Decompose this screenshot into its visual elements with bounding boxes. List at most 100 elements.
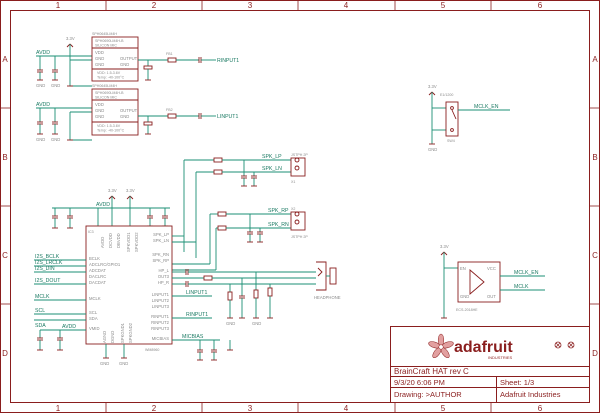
mic-2-pin-vdd: VDD <box>95 102 104 107</box>
v3-net-label: 3.3V <box>126 188 135 193</box>
codec-pin-daclrc: DACLRC <box>89 274 106 279</box>
mic-2-pin-gnd: GND <box>95 108 104 113</box>
mic-1-vdd-range: VDD: 1.5-3.6V <box>97 71 121 75</box>
digital-interface: I2S_BCLK I2S_LRCLK I2S_DIN I2S_DOUT MCLK… <box>34 254 86 351</box>
spk-ln-net-label: SPK_LN <box>262 166 282 172</box>
row-label-left: C <box>2 251 8 260</box>
row-label-left: D <box>2 349 8 358</box>
codec-ref: IC3 <box>88 230 94 234</box>
codec-pin-vmid: VMID <box>89 326 99 331</box>
switch-ref: SW4 <box>447 139 455 143</box>
row-label-left: B <box>2 153 7 162</box>
col-label-bottom: 2 <box>152 404 157 413</box>
mic-1-part-line2: SILICON MIC <box>95 44 117 48</box>
avdd-net-label: AVDD <box>36 102 50 108</box>
mic-2-header: SPH0645LM4H <box>92 84 117 88</box>
connector-1-ref: X1 <box>291 180 295 184</box>
codec-pin-linput2: LINPUT2 <box>152 298 170 303</box>
codec-pin-hp-l: HP_L <box>159 268 170 273</box>
mclk-net-label: MCLK <box>514 284 529 290</box>
codec-pin-spkgnd2: SPKGND2 <box>128 322 133 343</box>
col-label-top: 2 <box>152 1 157 10</box>
codec-pin-dcvdd: DCVDD <box>108 233 113 248</box>
mclk-en-net-label: MCLK_EN <box>474 104 499 110</box>
codec-pin-scl: SCL <box>89 310 98 315</box>
v3-net-label: 3.3V <box>66 36 75 41</box>
col-label-bottom: 3 <box>248 404 253 413</box>
codec-pin-adcdat: ADCDAT <box>89 268 106 273</box>
codec-pin-dgnd: DGND <box>110 331 115 343</box>
codec-pin-spkvdd2: SPKVDD2 <box>134 232 139 252</box>
linput1-net-label: LINPUT1 <box>186 290 207 296</box>
mic-1-pin-gnd: GND <box>120 62 129 67</box>
codec-name: WM8960 <box>145 348 159 352</box>
osc-pin-vcc: VCC <box>487 266 496 271</box>
col-label-top: 3 <box>248 1 253 10</box>
codec-pin-linput3: LINPUT3 <box>152 304 170 309</box>
avdd-net-label: AVDD <box>96 202 110 208</box>
mic-2-vdd-range: VDD: 1.5-3.6V <box>97 124 121 128</box>
codec-pin-spkgnd1: SPKGND1 <box>120 322 125 343</box>
oscillator-ref: ECS-2018HE <box>456 308 478 312</box>
codec-pin-rinput3: RINPUT3 <box>151 326 170 331</box>
col-label-top: 6 <box>538 1 543 10</box>
mic-1-part-line1: SPH0690LM4H-B <box>95 39 124 43</box>
mclk-enable-switch: E1/1200 3.3V GND MCLK_EN SW4 <box>428 84 510 152</box>
sda-net-label: SDA <box>35 323 46 329</box>
title-block: adafruit INDUSTRIES BrainCraft HAT rev C… <box>390 326 590 403</box>
micbias-net-label: MICBIAS <box>182 334 204 340</box>
rinput1-net-label: RINPUT1 <box>186 312 208 318</box>
i2s-din-net-label: I2S_DIN <box>35 266 55 272</box>
osc-pin-out: OUT <box>487 294 496 299</box>
gnd-label: GND <box>51 137 60 142</box>
col-label-bottom: 6 <box>538 404 543 413</box>
codec-pin-hp-r: HP_R <box>158 280 169 285</box>
codec-pin-agnd: AGND <box>102 331 107 343</box>
speaker-connector-1: SPK_LP SPK_LN JSTPH 2P X1 <box>183 153 308 258</box>
linput1-net-label: LINPUT1 <box>217 114 238 120</box>
scl-net-label: SCL <box>35 308 45 314</box>
row-label-right: D <box>592 349 598 358</box>
v3-net-label: 3.3V <box>108 188 117 193</box>
mic-1-pin-gnd: GND <box>95 56 104 61</box>
company-name: Adafruit Industries <box>500 390 561 399</box>
mounting-hole-icon <box>567 341 575 349</box>
col-label-bottom: 1 <box>56 404 61 413</box>
i2s-dout-net-label: I2S_DOUT <box>35 278 61 284</box>
mic-1-pin-gnd: GND <box>95 62 104 67</box>
codec-pin-spk-lp: SPK_LP <box>153 232 169 237</box>
sheet-date: 9/3/20 6:06 PM <box>394 378 445 387</box>
osc-pin-en: EN <box>460 266 466 271</box>
col-label-top: 4 <box>344 1 349 10</box>
microphone-2: AVDD GND GND SPH0645LM4H SPH0690LM4H-B S… <box>36 84 238 142</box>
mic-2-pin-gnd: GND <box>95 114 104 119</box>
mclk-en-net-label: MCLK_EN <box>514 270 539 276</box>
connector-1-title: JSTPH 2P <box>291 153 308 157</box>
codec-pin-rinput2: RINPUT2 <box>151 320 170 325</box>
gnd-label: GND <box>36 137 45 142</box>
gnd-label: GND <box>51 83 60 88</box>
switch-label: E1/1200 <box>440 93 453 97</box>
row-label-left: A <box>2 55 8 64</box>
row-label-right: A <box>592 55 598 64</box>
mclk-net-label: MCLK <box>35 294 50 300</box>
mic-2-part-line1: SPH0690LM4H-B <box>95 91 124 95</box>
codec-pin-rinput1: RINPUT1 <box>151 314 170 319</box>
project-title: BrainCraft HAT rev C <box>394 367 469 376</box>
col-label-top: 1 <box>56 1 61 10</box>
mic-1-pin-vdd: VDD <box>95 50 104 55</box>
mounting-hole-icon <box>554 341 562 349</box>
avdd-net-label: AVDD <box>62 324 76 330</box>
col-label-bottom: 5 <box>441 404 446 413</box>
brand-tagline: INDUSTRIES <box>488 355 513 360</box>
spk-rp-net-label: SPK_RP <box>268 208 289 214</box>
mic-1-pin-output: OUTPUT <box>120 56 138 61</box>
oscillator: 3.3V EN GND VCC OUT MCLK_EN MCLK ECS-201… <box>440 244 545 319</box>
col-label-bottom: 4 <box>344 404 349 413</box>
v3-net-label: 3.3V <box>428 84 437 89</box>
codec-supply: 3.3V 3.3V AVDD <box>52 188 170 229</box>
codec-pin-spk-rn: SPK_RN <box>152 252 169 257</box>
brand-name: adafruit <box>454 339 513 356</box>
gnd-label: GND <box>100 361 109 366</box>
